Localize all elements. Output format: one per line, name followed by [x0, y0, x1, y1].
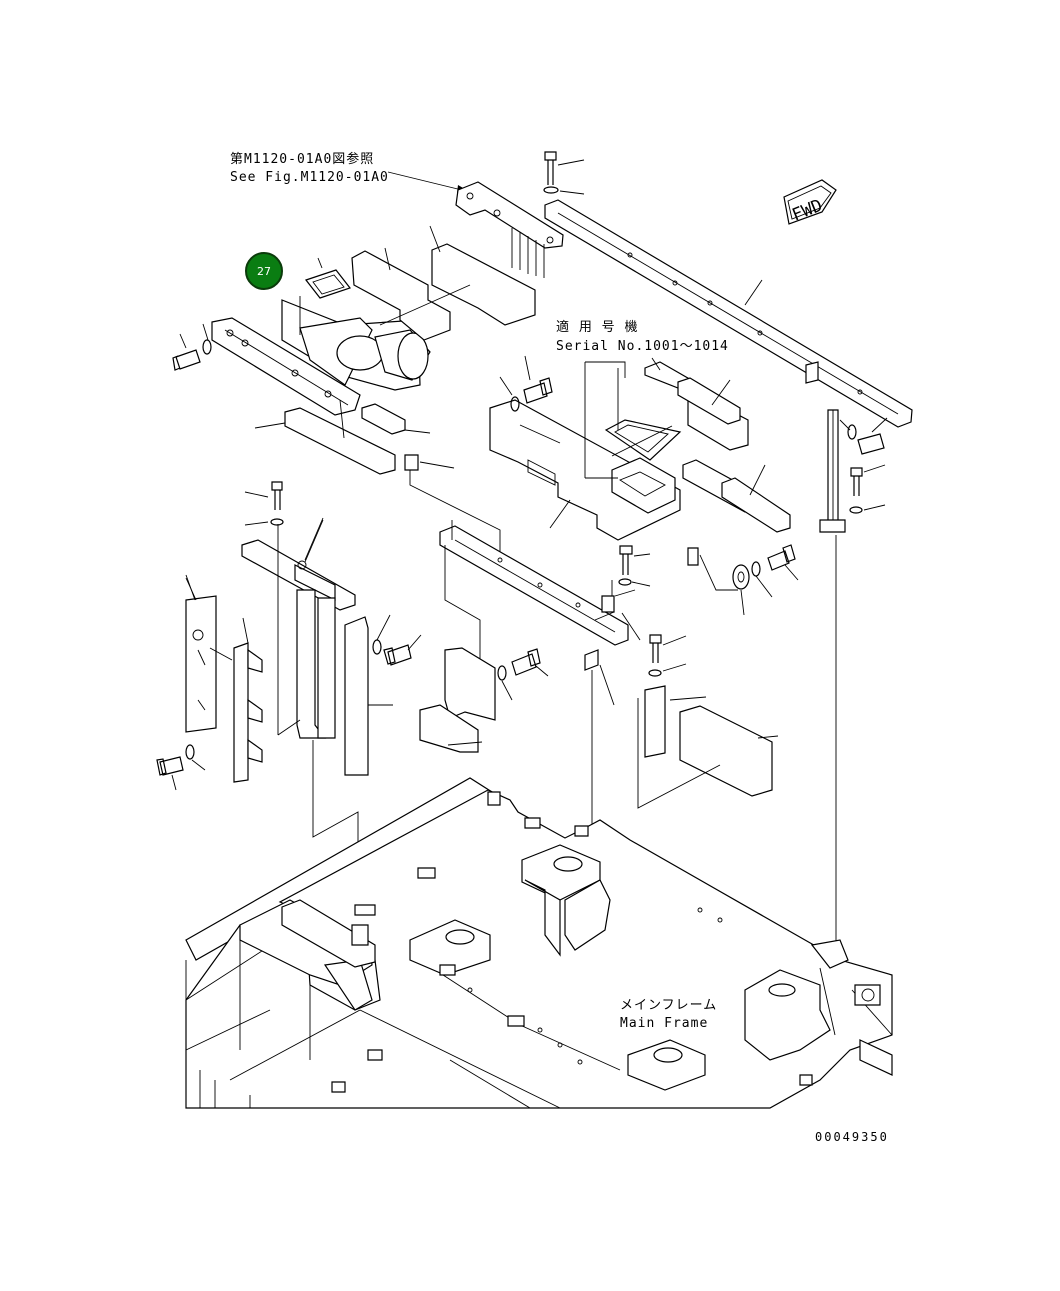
serial-right-covers	[644, 357, 791, 533]
fwd-arrow-icon: FWD	[783, 179, 837, 226]
main-frame	[185, 777, 893, 1109]
referenced-bracket	[455, 181, 564, 278]
callout-badge-27[interactable]: 27	[245, 252, 283, 290]
main-frame-label-jp: メインフレーム	[620, 998, 718, 1013]
reference-label-jp: 第M1120-01A0図参照	[230, 152, 375, 167]
serial-right-bolts	[699, 544, 799, 616]
lower-left-bracket-assembly	[185, 481, 393, 783]
upper-small-duct	[305, 257, 351, 299]
center-bolt	[497, 648, 549, 701]
reference-label-en: See Fig.M1120-01A0	[230, 170, 389, 185]
misc-leaders	[185, 419, 851, 601]
lower-left-bolts	[156, 614, 422, 791]
top-bolt-assembly	[543, 151, 585, 195]
center-bracket-plate	[419, 647, 496, 753]
long-top-rail	[544, 199, 913, 428]
drawing-number: 00049350	[815, 1130, 889, 1144]
fwd-label: FWD	[789, 196, 825, 226]
lower-right-pads	[618, 545, 779, 809]
serial-label-jp: 適 用 号 機	[556, 320, 639, 335]
upper-left-frame	[211, 296, 431, 416]
right-vertical-post	[819, 409, 888, 955]
upper-left-covers	[254, 225, 536, 555]
serial-assembly	[489, 361, 699, 566]
serial-bolt	[499, 355, 553, 412]
upper-left-bolt	[172, 323, 212, 371]
main-frame-label-en: Main Frame	[620, 1016, 709, 1031]
serial-label-en: Serial No.1001～1014	[556, 339, 729, 354]
